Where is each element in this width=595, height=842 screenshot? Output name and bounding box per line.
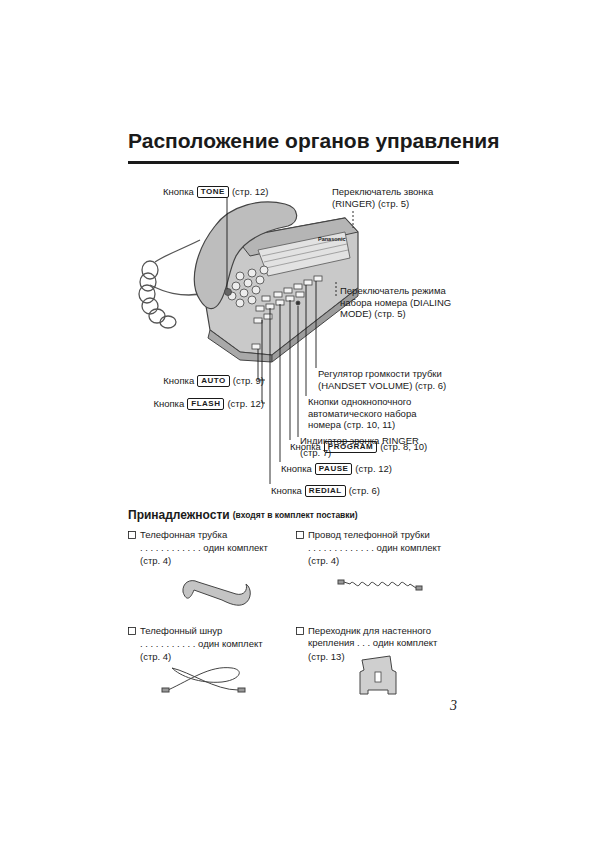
callout-text: (стр. 12): [227, 398, 264, 410]
button-callout: КнопкаREDIAL(стр. 6): [271, 485, 380, 497]
callout-text: Кнопка: [271, 485, 302, 497]
page-reference: (стр. 4): [140, 651, 200, 663]
checkbox: [129, 532, 304, 635]
page-reference: (стр. 4): [308, 555, 368, 567]
page-title: Расположение органов управления: [128, 128, 500, 154]
handset: [194, 202, 296, 309]
callout-text: (стр. 6): [349, 485, 380, 497]
callout-text: Кнопка: [163, 375, 194, 387]
accessory-name: Провод телефонной трубки: [308, 529, 468, 541]
button-callout: КнопкаTONE(стр. 12): [163, 186, 269, 198]
page-reference: (стр. 13): [308, 651, 368, 663]
part-callout: Кнопки однокнопочного автоматического на…: [308, 396, 440, 431]
callout-text: Кнопка: [281, 463, 312, 475]
button-callout: КнопкаPAUSE(стр. 12): [281, 463, 392, 475]
page-reference: (стр. 4): [140, 555, 200, 567]
key-name: TONE: [197, 186, 229, 198]
callout-text: (входят в комплект поставки): [233, 510, 358, 522]
part-callout: Переключатель звонка (RINGER) (стр. 5): [332, 186, 452, 209]
part-callout: Регулятор громкости трубки (HANDSET VOLU…: [318, 368, 458, 391]
part-callout: Индикатор звонка RINGER (стр. 7): [300, 435, 420, 458]
page-number: 3: [450, 700, 470, 712]
accessory-name: Переходник для настенного крепления . . …: [308, 625, 470, 648]
key-name: PAUSE: [315, 463, 352, 475]
accessory-wall-adapter: [360, 656, 396, 694]
title-rule: [128, 161, 459, 164]
accessory-line-cord: [162, 668, 245, 692]
accessory-quantity: . . . . . . . . . . . . . один комплект: [308, 542, 468, 554]
callout-text: Кнопка: [163, 186, 194, 198]
button-callout: КнопкаFLASH(стр. 12): [153, 398, 264, 410]
callout-text: Кнопка: [153, 398, 184, 410]
callout-text: (стр. 12): [355, 463, 392, 475]
accessory-quantity: . . . . . . . . . . . . один комплект: [140, 542, 290, 554]
key-name: AUTO: [197, 375, 230, 387]
section-heading: Принадлежности(входят в комплект поставк…: [128, 510, 358, 522]
keypad: [225, 266, 269, 307]
accessory-name: Телефонная трубка: [140, 529, 290, 541]
accessory-coil-cord: [338, 580, 422, 590]
accessory-handset: [183, 581, 250, 606]
button-callout: КнопкаAUTO(стр. 9): [163, 375, 264, 387]
brand-name: Panasonic: [318, 236, 358, 243]
key-name: FLASH: [187, 398, 224, 410]
part-callout: Переключатель режима набора номера (DIAL…: [340, 285, 452, 320]
callout-text: Принадлежности: [128, 510, 230, 522]
key-name: REDIAL: [305, 485, 346, 497]
accessory-quantity: . . . . . . . . . . . один комплект: [140, 638, 290, 650]
callout-text: (стр. 12): [232, 186, 269, 198]
callout-text: (стр. 9): [233, 375, 264, 387]
function-keys: [252, 276, 322, 349]
accessory-name: Телефонный шнур: [140, 625, 290, 637]
